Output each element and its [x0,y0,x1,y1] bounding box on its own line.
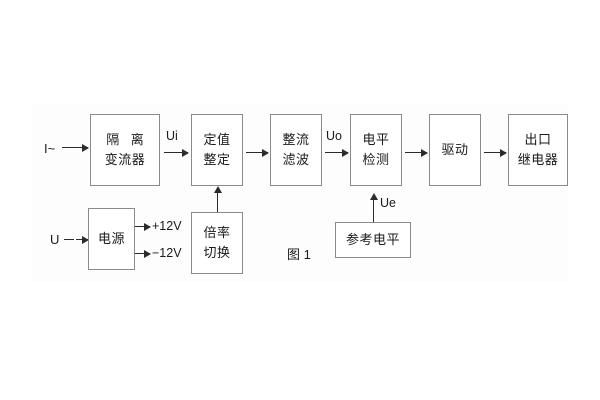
block-level-detection-line-1: 电平 [362,131,390,147]
block-drive: 驱动 [429,114,481,186]
block-setting-adjustment-line-1: 定值 [203,131,231,147]
block-output-relay-line-1: 出口 [524,131,552,147]
block-rectify-filter: 整流 滤波 [270,114,322,186]
signal-label-positive-supply: +12V [152,219,182,233]
signal-label-ui: Ui [166,129,178,143]
arrow-setting-to-rectify [246,148,269,157]
arrow-power-supply-negative [135,249,151,258]
block-output-relay: 出口 继电器 [508,114,568,186]
block-output-relay-line-2: 继电器 [517,152,559,167]
arrow-isolation-to-setting [164,148,189,157]
arrow-voltage-to-power-supply [76,235,89,244]
input-label-current: I~ [44,141,56,156]
arrow-rectify-to-level [325,148,349,157]
figure-caption: 图 1 [287,247,311,262]
block-isolation-transformer-line-2: 变流器 [104,152,146,167]
block-drive-line-1: 驱动 [441,141,469,157]
arrow-multiplier-to-setting [213,186,222,212]
arrow-level-to-drive [405,148,428,157]
signal-label-uo: Uo [326,129,342,143]
arrow-current-to-isolation [62,143,89,152]
block-level-detection: 电平 检测 [350,114,402,186]
block-level-detection-line-2: 检测 [362,152,390,167]
block-rectify-filter-line-1: 整流 [282,131,310,147]
arrow-drive-to-output-relay [484,148,507,157]
block-multiplier-switching-line-2: 切换 [203,245,231,260]
block-multiplier-switching-line-1: 倍率 [203,224,231,240]
block-rectify-filter-line-2: 滤波 [282,152,310,167]
block-multiplier-switching: 倍率 切换 [191,212,243,274]
block-power-supply-line-1: 电源 [97,230,125,246]
input-label-voltage: U [50,232,60,247]
block-power-supply: 电源 [88,208,135,270]
lead-line-voltage [64,239,74,240]
block-isolation-transformer-line-1: 隔 离 [106,131,148,147]
arrow-power-supply-positive [135,222,151,231]
arrow-reference-to-level-detection [369,193,378,222]
block-reference-level: 参考电平 [335,222,411,258]
block-isolation-transformer: 隔 离 变流器 [90,114,160,186]
signal-label-negative-supply: −12V [152,246,182,260]
block-reference-level-line-1: 参考电平 [345,231,400,247]
block-setting-adjustment: 定值 整定 [191,114,243,186]
block-setting-adjustment-line-2: 整定 [203,152,231,167]
signal-label-ue: Ue [380,196,396,210]
